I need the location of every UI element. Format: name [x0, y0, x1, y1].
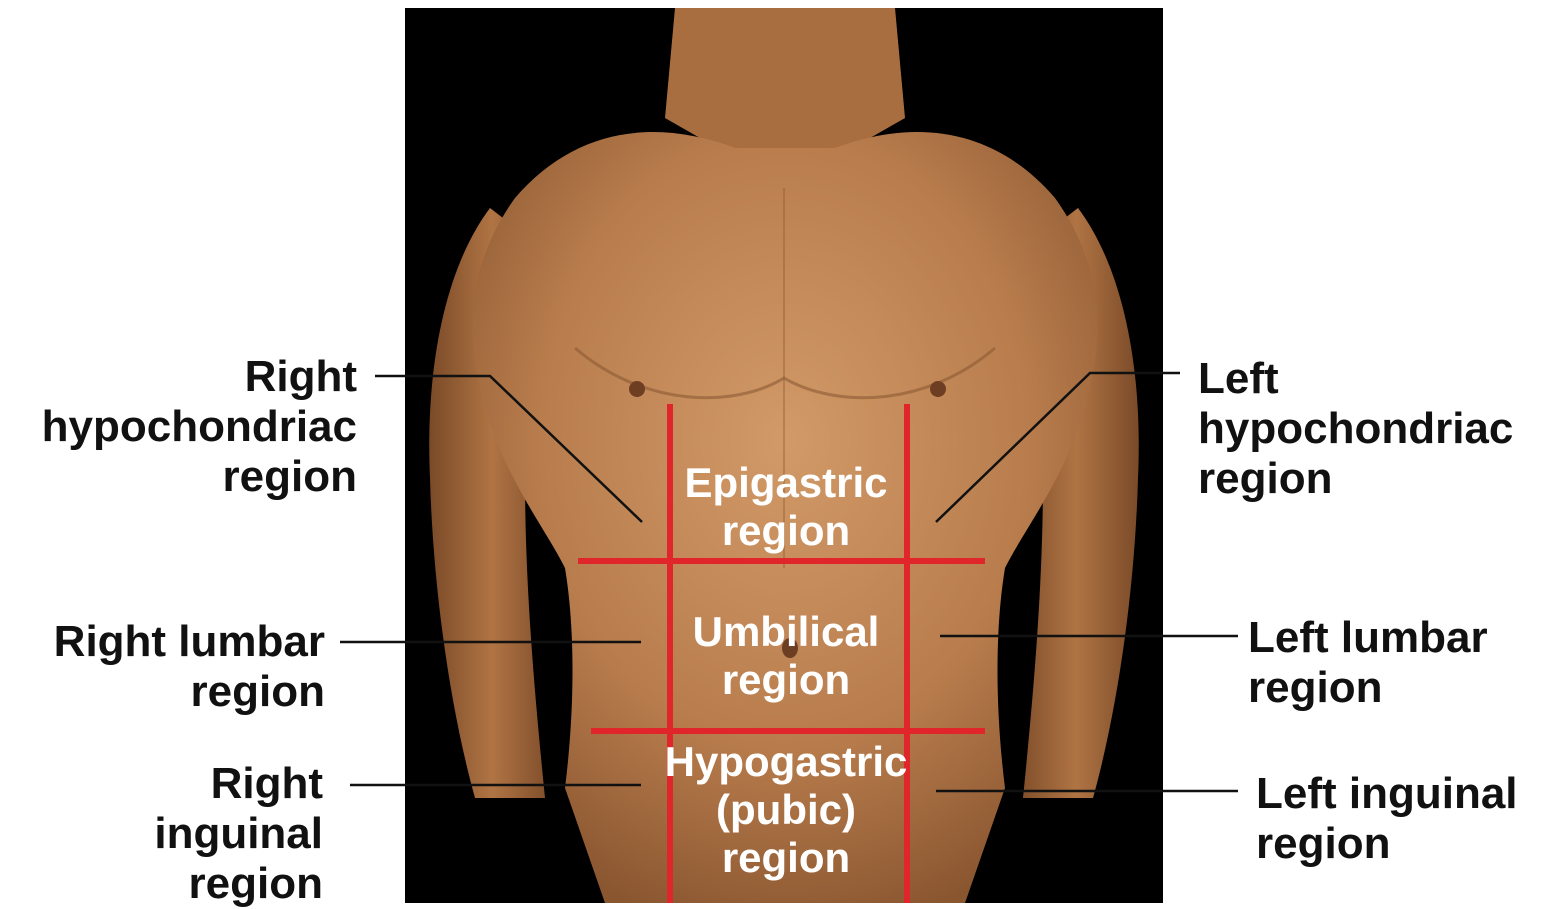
label-right-hypochondriac: Right hypochondriac region: [42, 352, 357, 502]
label-left-inguinal: Left inguinal region: [1256, 769, 1518, 869]
leader-left-hypochondriac: [936, 373, 1180, 522]
label-left-lumbar: Left lumbar region: [1248, 613, 1488, 713]
label-epigastric: Epigastric region: [670, 459, 902, 555]
label-right-lumbar: Right lumbar region: [54, 617, 325, 717]
label-right-inguinal: Right inguinal region: [154, 759, 323, 909]
label-umbilical: Umbilical region: [670, 608, 902, 704]
label-hypogastric: Hypogastric (pubic) region: [640, 738, 932, 882]
label-left-hypochondriac: Left hypochondriac region: [1198, 354, 1513, 504]
leader-right-hypochondriac: [375, 376, 642, 522]
